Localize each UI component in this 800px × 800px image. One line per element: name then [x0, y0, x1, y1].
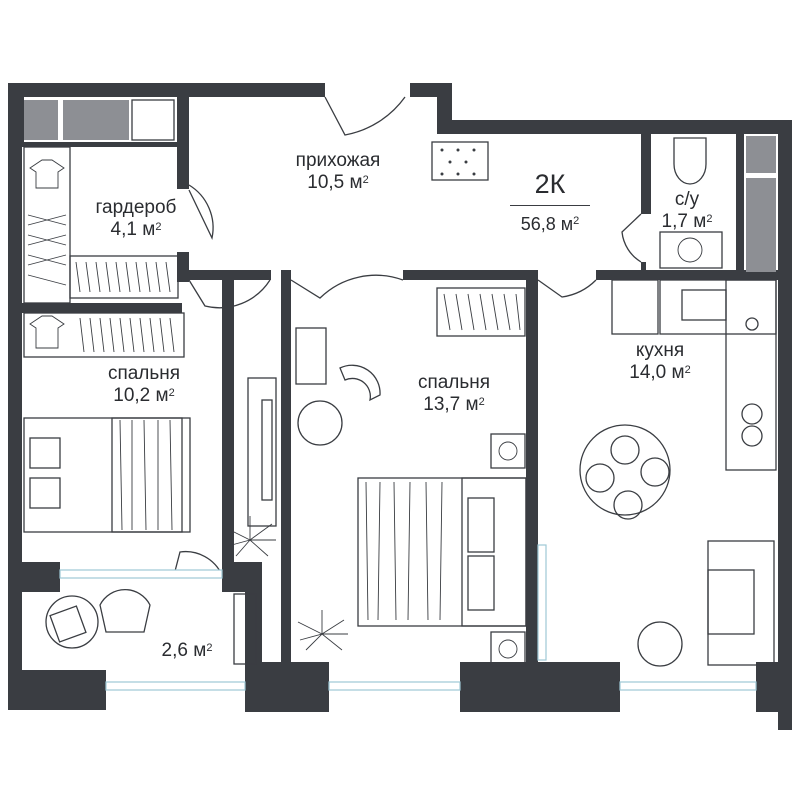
- hallway-shelf: [431, 141, 489, 181]
- room-label-bedroom-small: спальня 10,2 м2: [74, 363, 214, 407]
- room-label-bathroom: с/у 1,7 м2: [632, 189, 742, 233]
- area-unit-sup: 2: [573, 215, 580, 227]
- total-area-value: 56,8 м: [520, 214, 574, 234]
- room-area: 4,1 м2: [66, 219, 206, 241]
- room-area-value: 2,6 м: [161, 640, 207, 661]
- area-unit-sup: 2: [706, 213, 713, 225]
- bathroom-fixtures: [659, 137, 723, 269]
- plant-icon: [225, 516, 348, 651]
- apartment-badge: 2К 56,8 м2: [507, 161, 593, 241]
- kitchen-furniture: [579, 279, 777, 667]
- room-area: 2,6 м2: [132, 640, 242, 662]
- windows: [59, 544, 757, 691]
- room-area: 13,7 м2: [384, 394, 524, 416]
- room-area: 10,5 м2: [268, 172, 408, 194]
- room-area: 14,0 м2: [590, 362, 730, 384]
- walls: [8, 83, 792, 730]
- room-area-value: 1,7 м: [661, 211, 707, 232]
- balcony-furniture: [45, 589, 257, 665]
- area-unit-sup: 2: [684, 364, 691, 376]
- area-unit-sup: 2: [168, 387, 175, 399]
- room-label-wardrobe: гардероб 4,1 м2: [66, 197, 206, 241]
- room-area-value: 10,2 м: [113, 385, 169, 406]
- apartment-type: 2К: [534, 169, 566, 199]
- room-area: 1,7 м2: [632, 211, 742, 233]
- room-label-hallway: прихожая 10,5 м2: [268, 150, 408, 194]
- bedroom-small-furniture: [23, 312, 277, 533]
- area-unit-sup: 2: [206, 642, 213, 654]
- room-area-value: 10,5 м: [307, 172, 363, 193]
- area-unit-sup: 2: [155, 221, 162, 233]
- room-area-value: 4,1 м: [110, 219, 156, 240]
- bedroom-large-furniture: [295, 287, 527, 667]
- wardrobe-furniture: [23, 146, 179, 304]
- room-name: прихожая: [295, 150, 381, 171]
- room-name: спальня: [107, 363, 181, 384]
- room-label-bedroom-large: спальня 13,7 м2: [384, 372, 524, 416]
- area-unit-sup: 2: [478, 396, 485, 408]
- room-area-value: 14,0 м: [629, 362, 685, 383]
- storage-blocks: [24, 99, 776, 272]
- badge-divider: [510, 205, 590, 206]
- area-unit-sup: 2: [362, 174, 369, 186]
- room-name: гардероб: [95, 197, 177, 218]
- room-label-balcony: 2,6 м2: [132, 640, 242, 662]
- room-area-value: 13,7 м: [423, 394, 479, 415]
- room-area: 10,2 м2: [74, 385, 214, 407]
- room-label-kitchen: кухня 14,0 м2: [590, 340, 730, 384]
- room-name: кухня: [635, 340, 685, 361]
- apartment-total-area: 56,8 м2: [507, 213, 593, 235]
- room-name: спальня: [417, 372, 491, 393]
- room-name: с/у: [674, 189, 700, 210]
